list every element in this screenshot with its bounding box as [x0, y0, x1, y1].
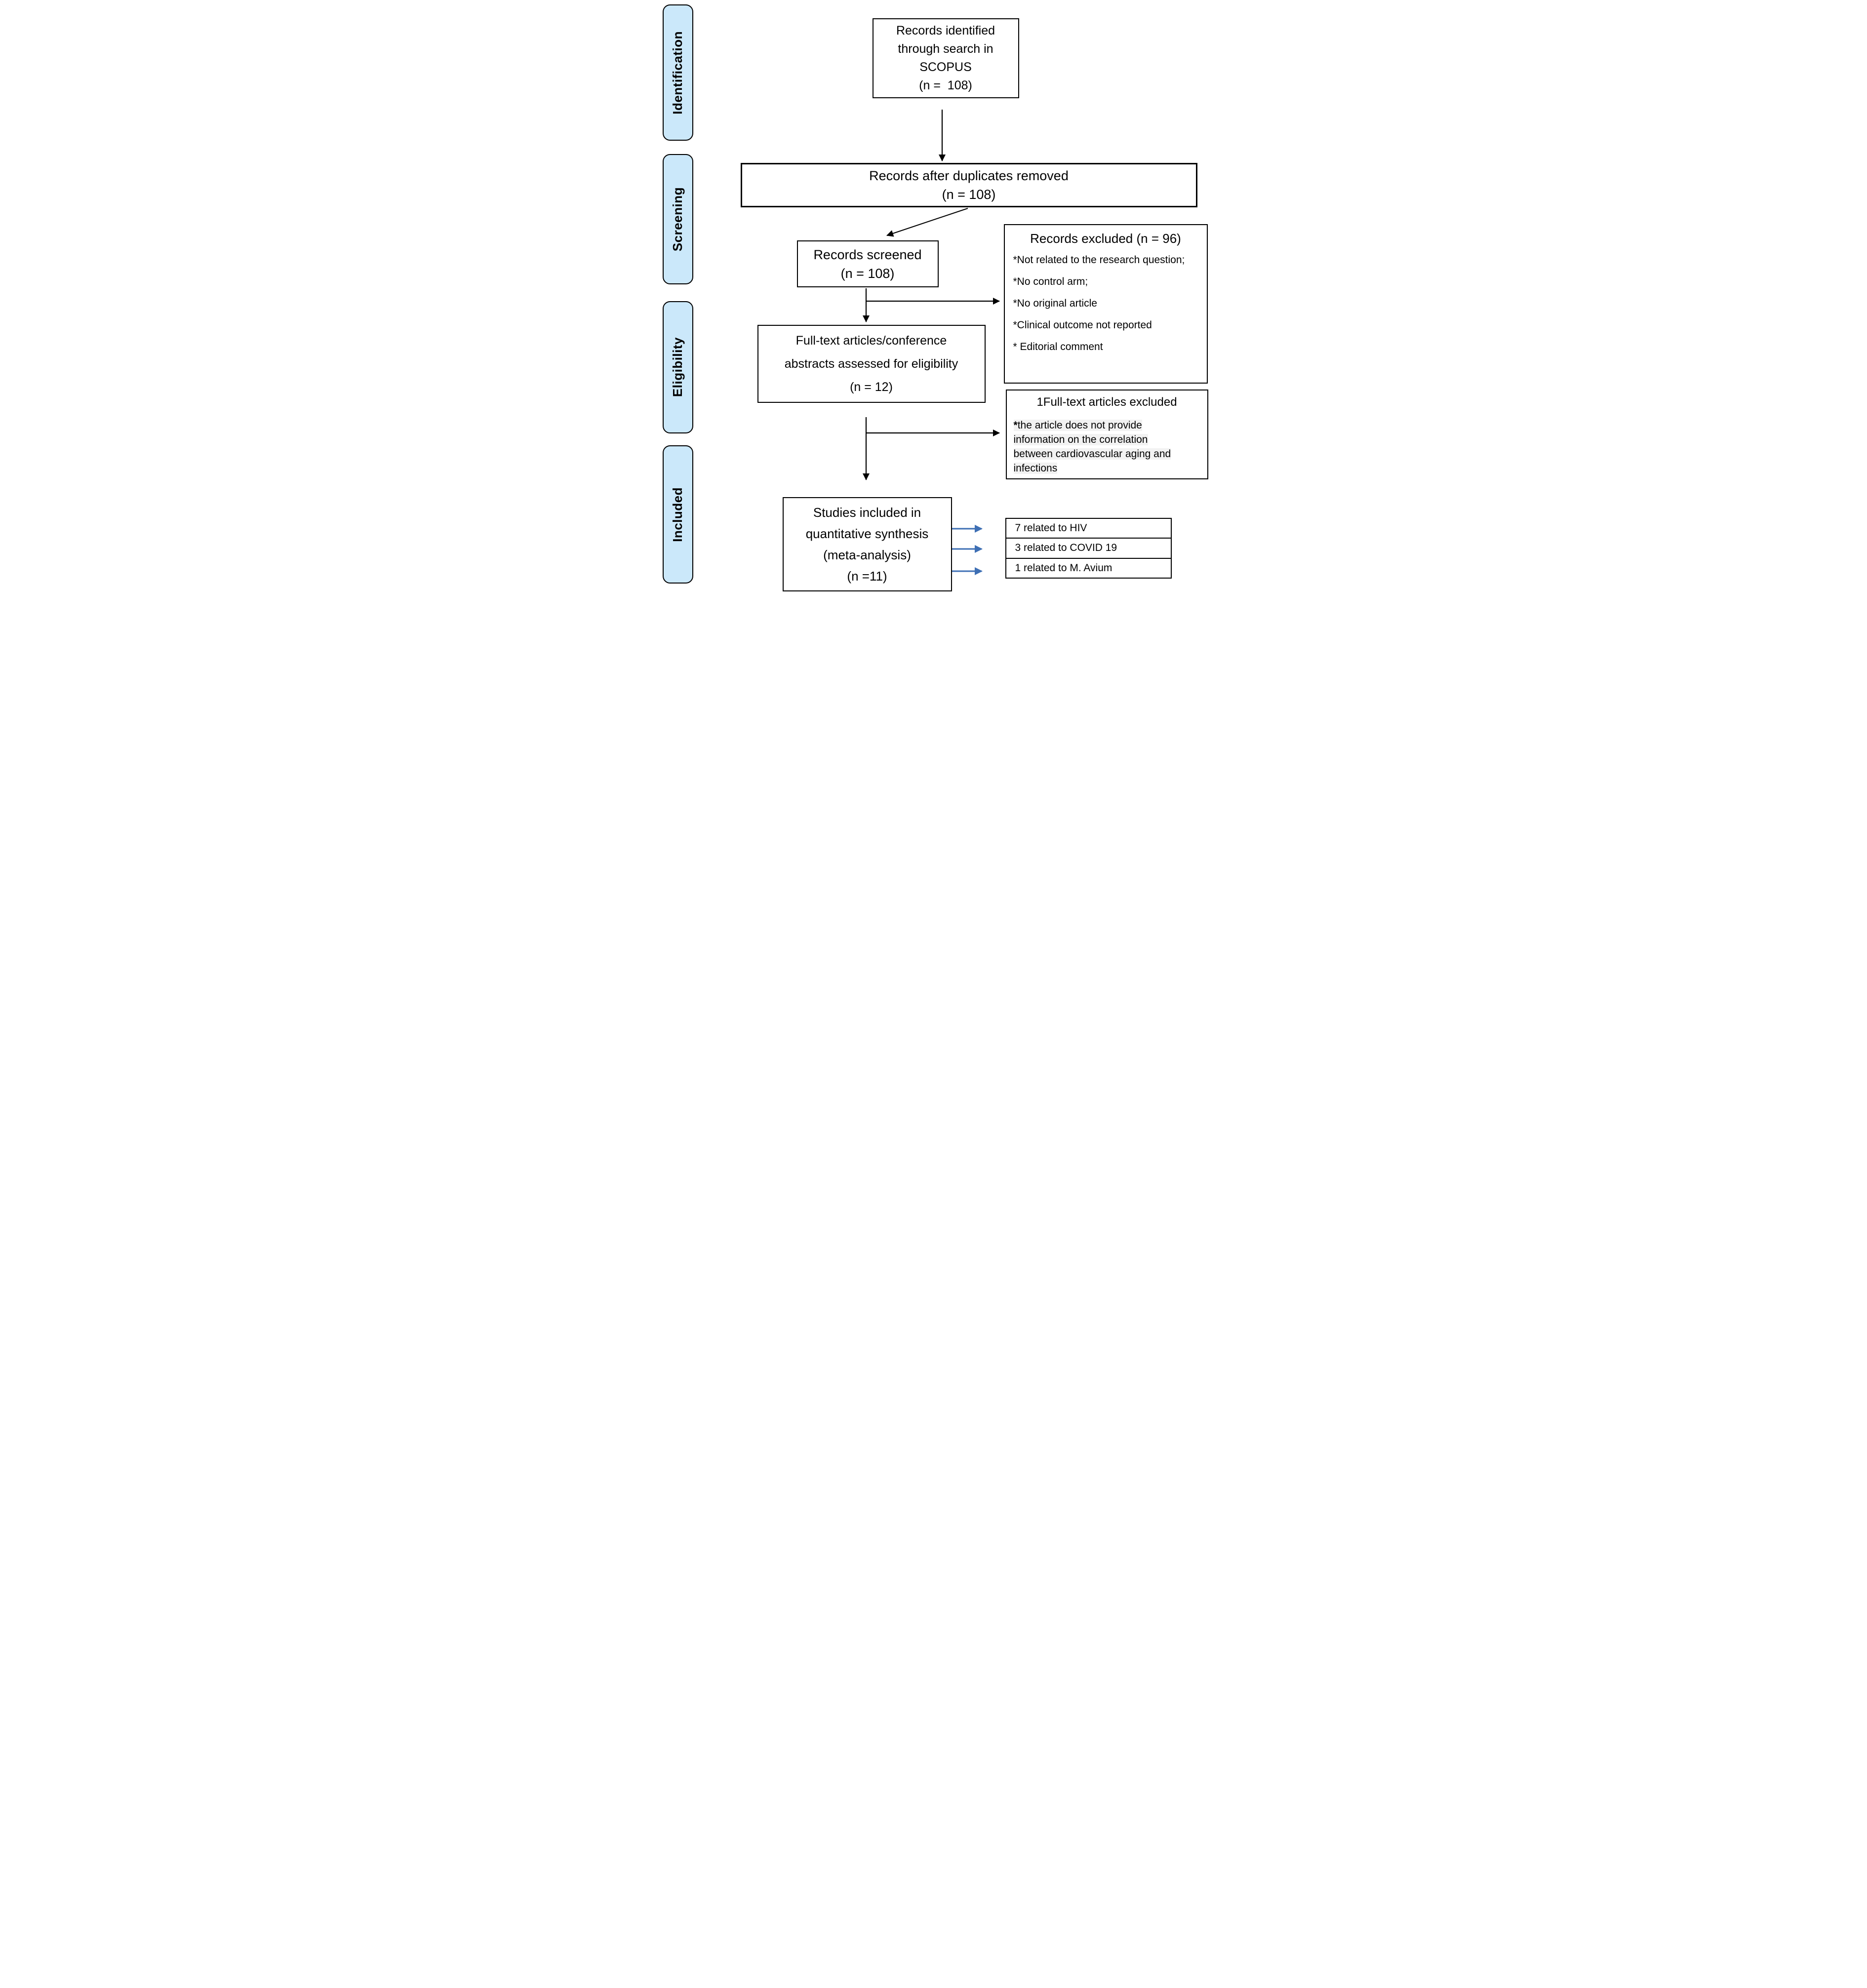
records-excluded-title: Records excluded (n = 96) [1030, 231, 1181, 246]
records-excluded-reason: *Clinical outcome not reported [1013, 319, 1152, 331]
box-records-screened-line: Records screened [813, 247, 922, 262]
fulltext-excluded-title: 1Full-text articles excluded [1036, 395, 1177, 409]
box-fulltext-assessed-line: abstracts assessed for eligibility [784, 356, 958, 371]
prisma-flow-diagram: Identification Screening Eligibility Inc… [653, 0, 1214, 596]
stage-included-label: Included [670, 487, 685, 542]
box-fulltext-assessed: Full-text articles/conference abstracts … [757, 325, 986, 403]
box-records-screened-line: (n = 108) [840, 266, 895, 281]
box-records-identified-line: SCOPUS [919, 60, 972, 74]
box-duplicates-removed: Records after duplicates removed (n = 10… [740, 163, 1197, 207]
included-breakdown-table: 7 related to HIV 3 related to COVID 19 1… [1005, 518, 1172, 579]
box-records-identified: Records identified through search in SCO… [872, 18, 1019, 98]
box-records-identified-line: (n = 108) [919, 78, 972, 92]
table-row-avium: 1 related to M. Avium [1015, 562, 1112, 574]
box-records-identified-line: through search in [898, 42, 993, 56]
stage-identification: Identification [662, 4, 693, 141]
fulltext-excluded-line: the article does not provide [1017, 420, 1142, 431]
stage-identification-label: Identification [670, 31, 685, 115]
box-studies-included-line: quantitative synthesis [805, 526, 929, 541]
stage-screening-label: Screening [670, 187, 685, 252]
box-studies-included-line: (n =11) [847, 568, 887, 584]
stage-included: Included [662, 445, 693, 584]
records-excluded-reason: *No control arm; [1013, 276, 1088, 287]
box-fulltext-assessed-line: (n = 12) [850, 380, 893, 394]
box-fulltext-assessed-line: Full-text articles/conference [795, 333, 947, 348]
stage-screening: Screening [662, 154, 693, 284]
fulltext-excluded-line: infections [1013, 463, 1058, 474]
box-records-identified-line: Records identified [896, 24, 995, 38]
box-records-excluded: Records excluded (n = 96) *Not related t… [1003, 224, 1208, 384]
fulltext-excluded-line: information on the correlation [1013, 434, 1148, 445]
fulltext-excluded-line: between cardiovascular aging and [1013, 448, 1171, 460]
records-excluded-reason: * Editorial comment [1013, 341, 1103, 352]
arrow-duplicates-to-screened [886, 208, 968, 237]
fulltext-excluded-reason: *the article does not provide informatio… [1007, 418, 1207, 475]
stage-eligibility-label: Eligibility [670, 337, 685, 397]
box-studies-included: Studies included in quantitative synthes… [782, 497, 952, 591]
asterisk-marker: * [1013, 420, 1018, 431]
stage-eligibility: Eligibility [662, 301, 693, 433]
table-row-covid: 3 related to COVID 19 [1006, 539, 1171, 559]
box-duplicates-removed-line: Records after duplicates removed [869, 168, 1069, 183]
records-excluded-reason: *No original article [1013, 298, 1097, 309]
table-row-hiv: 7 related to HIV [1006, 519, 1171, 539]
box-duplicates-removed-line: (n = 108) [942, 187, 996, 202]
box-studies-included-line: Studies included in [813, 505, 921, 520]
records-excluded-reason: *Not related to the research question; [1013, 254, 1185, 266]
box-studies-included-line: (meta-analysis) [823, 547, 911, 562]
box-fulltext-excluded: 1Full-text articles excluded *the articl… [1005, 390, 1208, 479]
box-records-screened: Records screened (n = 108) [796, 240, 939, 287]
